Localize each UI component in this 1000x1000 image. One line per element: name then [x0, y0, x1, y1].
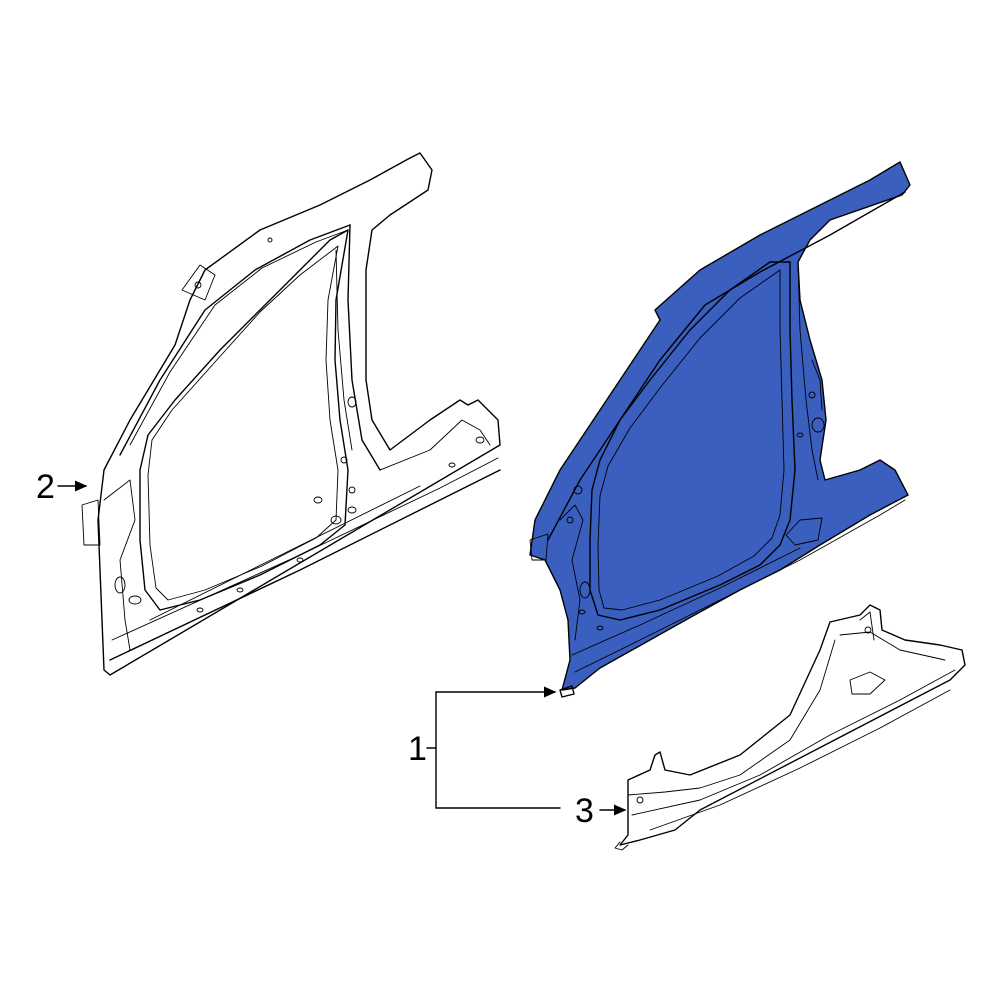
outer-body-side-panel[interactable]	[529, 161, 911, 698]
callout-1: 1	[408, 686, 561, 809]
callout-3: 3	[575, 792, 627, 830]
callout-3-label: 3	[575, 792, 594, 830]
rocker-panel-reinforcement[interactable]	[614, 604, 966, 851]
callout-2: 2	[36, 468, 88, 506]
callout-2-label: 2	[36, 468, 55, 506]
callout-1-label: 1	[408, 730, 427, 768]
inner-body-side-panel[interactable]	[81, 152, 501, 676]
